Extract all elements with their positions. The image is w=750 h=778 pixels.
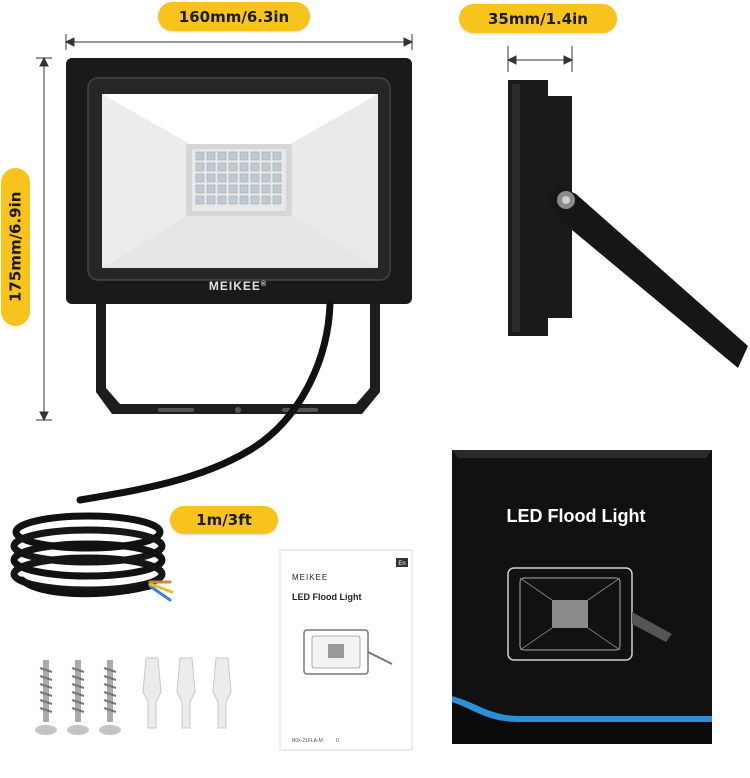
retail-box: LED Flood Light (452, 450, 712, 744)
led-chip (239, 184, 249, 194)
depth-dimension-badge: 35mm/1.4in (459, 4, 617, 33)
led-chip (195, 162, 205, 172)
led-chip (272, 162, 282, 172)
manual-language-tag: En (398, 561, 405, 567)
led-chip (228, 162, 238, 172)
led-chip-grid (195, 151, 282, 205)
manual-footer-code: B0x-21FLA-M (292, 738, 323, 744)
led-chip (261, 173, 271, 183)
led-chip (272, 195, 282, 205)
manual-brand: MEIKEE (292, 573, 328, 582)
led-chip (195, 173, 205, 183)
led-chip (206, 195, 216, 205)
manual-page-number: 0 (336, 738, 339, 744)
led-chip (217, 173, 227, 183)
led-chip (261, 151, 271, 161)
led-chip (239, 195, 249, 205)
led-chip (206, 184, 216, 194)
led-chip (217, 195, 227, 205)
flood-light-front: MEIKEE® (66, 58, 412, 414)
led-chip (195, 151, 205, 161)
led-chip (272, 184, 282, 194)
led-chip (195, 184, 205, 194)
manual-title: LED Flood Light (292, 592, 361, 602)
led-chip (228, 195, 238, 205)
led-chip (250, 151, 260, 161)
led-chip (239, 162, 249, 172)
led-chip (261, 162, 271, 172)
dimension-lines (36, 34, 574, 422)
led-chip (239, 151, 249, 161)
wall-anchors (142, 657, 232, 729)
width-dimension-badge: 160mm/6.3in (158, 2, 310, 31)
brand-logo: MEIKEE® (209, 279, 267, 293)
led-chip (261, 184, 271, 194)
led-chip (228, 184, 238, 194)
screws (35, 660, 121, 735)
led-chip (217, 184, 227, 194)
led-chip (250, 195, 260, 205)
power-cable (10, 300, 334, 602)
led-chip (261, 195, 271, 205)
led-chip (250, 162, 260, 172)
led-chip (250, 184, 260, 194)
led-chip (239, 173, 249, 183)
cable-length-badge: 1m/3ft (170, 506, 278, 534)
led-chip (228, 151, 238, 161)
flood-light-side (508, 80, 748, 368)
led-chip (195, 195, 205, 205)
box-title: LED Flood Light (507, 506, 646, 526)
led-chip (250, 173, 260, 183)
led-chip (206, 162, 216, 172)
user-manual: MEIKEE LED Flood Light En B0x-21FLA-M 0 (279, 549, 413, 751)
led-chip (206, 173, 216, 183)
led-chip (206, 151, 216, 161)
led-chip (217, 162, 227, 172)
led-chip (228, 173, 238, 183)
led-chip (217, 151, 227, 161)
box-blue-stripe (452, 696, 712, 722)
led-chip (272, 151, 282, 161)
led-chip (272, 173, 282, 183)
